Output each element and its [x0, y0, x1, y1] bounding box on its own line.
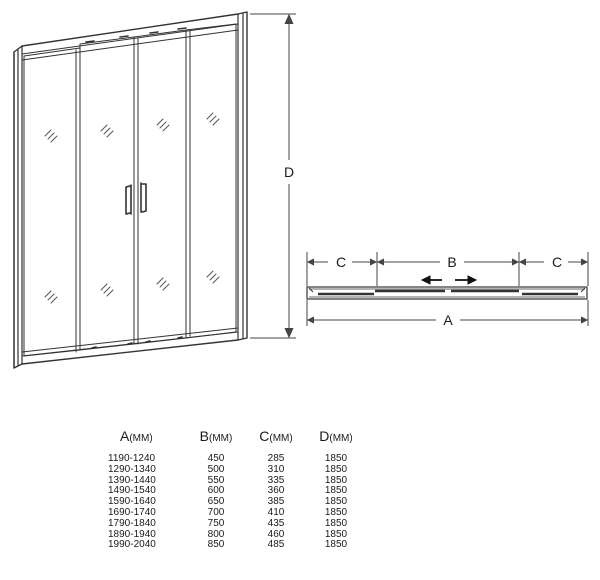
cell-d: 1850	[324, 463, 348, 475]
table-row: 1190-1240 450 285 1850	[108, 453, 366, 465]
bottom-guides	[91, 336, 183, 349]
cell-c: 310	[267, 463, 285, 475]
door-front-elevation	[13, 11, 248, 369]
cell-b: 800	[207, 528, 225, 540]
slide-direction-arrows	[420, 275, 478, 285]
overall-width-label: A	[443, 312, 453, 328]
cell-d: 1850	[324, 517, 348, 529]
table-row: 1290-1340 500 310 1850	[108, 463, 366, 476]
cell-d: 1850	[324, 453, 348, 464]
shower-door-drawing: D C B C A	[13, 11, 589, 369]
cell-b: 850	[207, 539, 225, 551]
cell-a: 1990-2040	[108, 539, 156, 551]
cell-b: 750	[207, 517, 225, 529]
cell-b: 600	[207, 485, 225, 497]
cell-a: 1190-1240	[108, 453, 156, 464]
plan-frame	[306, 286, 588, 300]
table-row: 1590-1640 650 385 1850	[108, 496, 366, 508]
plan-view	[306, 286, 588, 300]
cell-d: 1850	[324, 496, 348, 508]
cell-c: 335	[267, 474, 285, 486]
cell-b: 450	[207, 453, 225, 464]
door-handle-left	[125, 184, 132, 215]
cell-c: 385	[267, 496, 285, 508]
frame-right-profile	[237, 12, 244, 341]
frame-left-profile	[13, 45, 23, 369]
dimension-c-left-label: C	[336, 254, 346, 270]
cell-c: 360	[267, 485, 285, 497]
table-row: 1390-1440 550 335 1850	[108, 474, 366, 487]
cell-b: 650	[207, 496, 225, 508]
cell-c: 435	[267, 517, 285, 529]
cell-b: 550	[207, 474, 225, 486]
table-row: 1790-1840 750 435 1850	[108, 517, 366, 530]
cell-d: 1850	[324, 485, 348, 497]
column-header-b: B(MM)	[199, 428, 233, 444]
cell-d: 1850	[324, 539, 348, 551]
door-handle-right	[140, 182, 147, 213]
top-rollers	[85, 27, 187, 43]
column-header-c: C(MM)	[259, 428, 293, 444]
cell-b: 500	[207, 463, 225, 475]
cell-c: 485	[267, 539, 285, 551]
cell-d: 1850	[324, 528, 348, 540]
cell-a: 1890-1940	[108, 528, 156, 540]
cell-a: 1590-1640	[108, 496, 156, 508]
column-header-d: D(MM)	[319, 428, 353, 444]
cell-c: 285	[267, 453, 285, 464]
overall-width-dimension	[306, 300, 589, 326]
cell-c: 460	[267, 528, 285, 540]
cell-a: 1290-1340	[108, 463, 156, 475]
cell-d: 1850	[324, 506, 348, 518]
cell-a: 1690-1740	[108, 506, 156, 518]
glass-reflection-marks	[44, 112, 220, 304]
size-table-header: A(MM) B(MM) C(MM) D(MM)	[108, 428, 366, 454]
cell-b: 700	[207, 506, 225, 518]
table-row: 1690-1740 700 410 1850	[108, 506, 366, 519]
height-dimension	[250, 13, 296, 339]
cell-a: 1490-1540	[108, 485, 156, 497]
frame-outline	[13, 11, 248, 369]
plan-top-dimensions	[306, 252, 589, 286]
table-row: 1490-1540 600 360 1850	[108, 486, 366, 497]
dimension-c-right-label: C	[552, 254, 562, 270]
table-row: 1990-2040 850 485 1850	[108, 540, 366, 551]
cell-a: 1390-1440	[108, 474, 156, 486]
panel-right-outer	[185, 23, 237, 339]
frame-inner-top	[21, 23, 239, 61]
panel-left-outer	[23, 47, 81, 357]
cell-c: 410	[267, 506, 285, 518]
dimension-b-label: B	[447, 254, 456, 270]
cell-d: 1850	[324, 474, 348, 486]
table-row: 1890-1940 800 460 1850	[108, 528, 366, 541]
height-dimension-label: D	[284, 164, 294, 180]
column-header-a: A(MM)	[120, 428, 153, 444]
cell-a: 1790-1840	[108, 517, 156, 529]
